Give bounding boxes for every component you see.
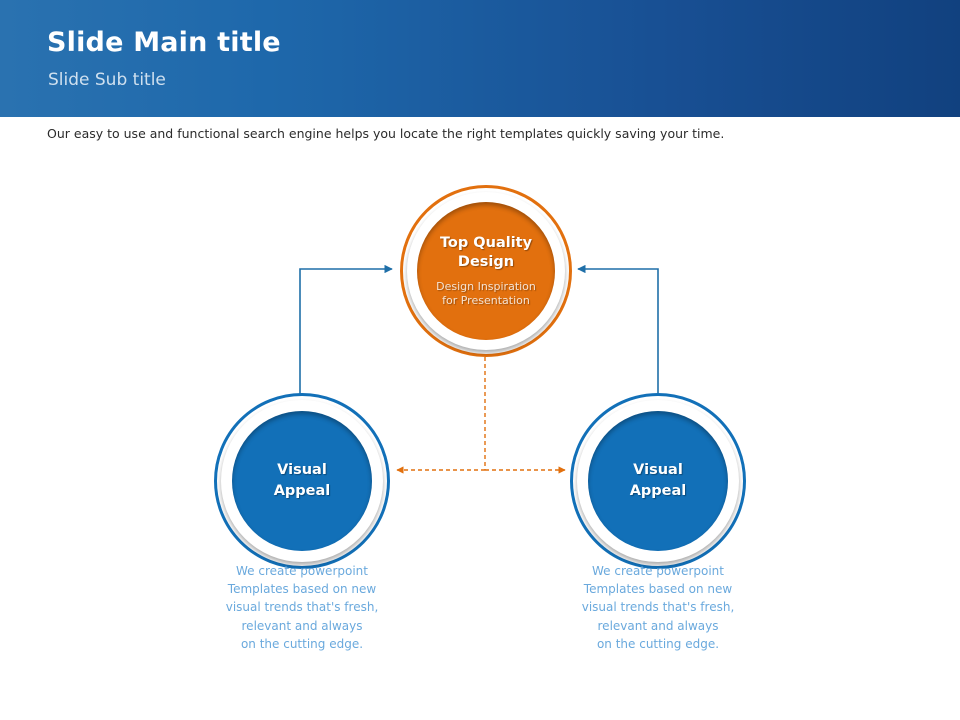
- caption-line: Templates based on new: [227, 582, 377, 597]
- node-title-line2: Appeal: [273, 483, 331, 499]
- node-core: Visual Appeal: [588, 411, 728, 551]
- caption-line: We create powerpoint: [236, 564, 368, 578]
- node-title-line2: Design: [457, 253, 515, 270]
- connector-left-to-top: [299, 264, 393, 395]
- caption-line: on the cutting edge.: [596, 636, 720, 651]
- caption-line: relevant and always: [597, 618, 719, 633]
- caption-line: relevant and always: [241, 618, 363, 633]
- intro-paragraph: Our easy to use and functional search en…: [47, 126, 725, 141]
- node-subtitle-line1: Design Inspiration: [436, 280, 536, 294]
- node-core: Top Quality Design Design Inspiration fo…: [417, 202, 555, 340]
- caption-line: visual trends that's fresh,: [225, 600, 379, 615]
- node-outer-ring: [214, 393, 390, 569]
- header-banner: Slide Main title Slide Sub title: [0, 0, 960, 117]
- node-title-line1: Visual: [277, 461, 327, 478]
- page-subtitle: Slide Sub title: [48, 70, 166, 90]
- caption-line: visual trends that's fresh,: [581, 600, 735, 615]
- node-title-line2: Appeal: [629, 483, 687, 499]
- caption-line: Templates based on new: [583, 582, 733, 597]
- connector-lines: [299, 264, 659, 474]
- node-title: Top Quality Design: [440, 234, 532, 272]
- caption-line: We create powerpoint: [592, 564, 724, 578]
- diagram-container: Top Quality Design Design Inspiration fo…: [0, 150, 960, 690]
- node-visual-appeal-left[interactable]: Visual Appeal: [214, 393, 390, 569]
- node-outer-ring: [400, 185, 572, 357]
- connector-right-to-top: [577, 264, 659, 395]
- page-title: Slide Main title: [47, 27, 281, 58]
- node-title: Visual Appeal: [630, 460, 687, 502]
- node-title-line1: Top Quality: [439, 234, 533, 251]
- node-core: Visual Appeal: [232, 411, 372, 551]
- caption-line: on the cutting edge.: [240, 636, 364, 651]
- node-subtitle-line2: for Presentation: [442, 294, 530, 308]
- caption-left: We create powerpoint Templates based on …: [187, 562, 417, 653]
- node-title: Visual Appeal: [274, 460, 331, 502]
- node-title-line1: Visual: [633, 461, 683, 478]
- node-outer-ring: [570, 393, 746, 569]
- node-visual-appeal-right[interactable]: Visual Appeal: [570, 393, 746, 569]
- node-subtitle: Design Inspiration for Presentation: [436, 280, 536, 308]
- caption-right: We create powerpoint Templates based on …: [543, 562, 773, 653]
- node-top-quality-design[interactable]: Top Quality Design Design Inspiration fo…: [400, 185, 572, 357]
